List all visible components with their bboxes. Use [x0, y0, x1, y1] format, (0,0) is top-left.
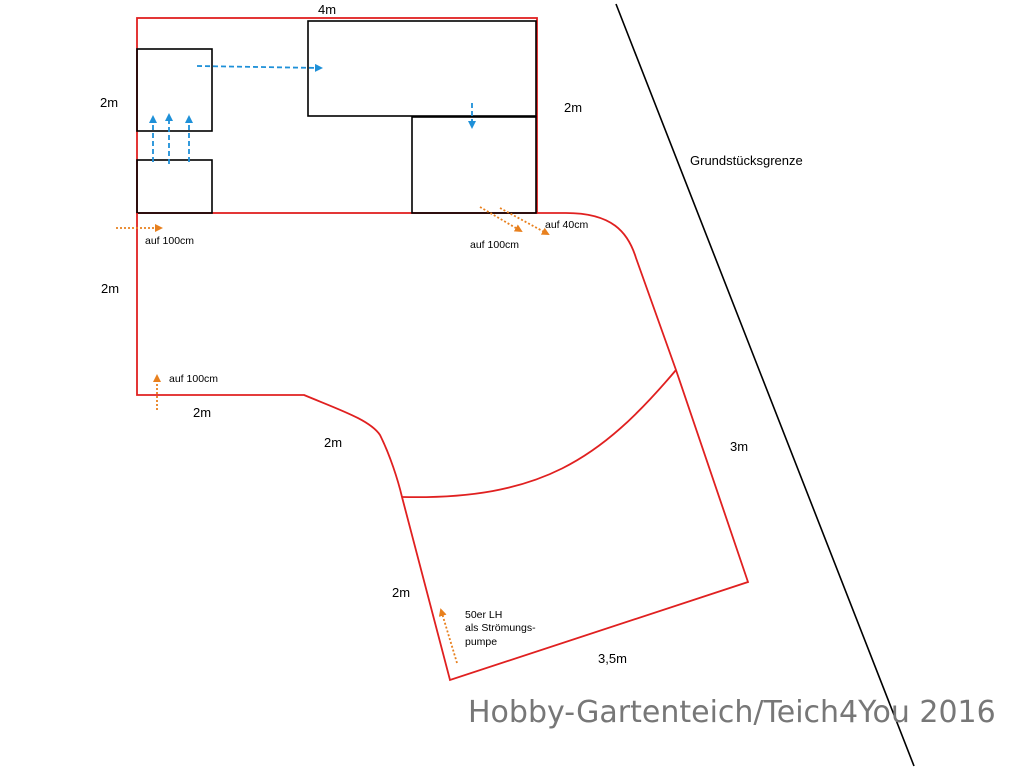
property-line-label: Grundstücksgrenze	[690, 153, 803, 168]
dimension-bottom: 3,5m	[598, 651, 627, 666]
note-pump-line2: als Strömungs-	[465, 622, 536, 634]
property-boundary-line	[615, 3, 915, 767]
filter-chamber-left-lower	[136, 159, 213, 214]
pump-arrow	[438, 608, 458, 664]
inlet-arrow-mid	[479, 206, 523, 233]
watermark: Hobby-Gartenteich/Teich4You 2016	[468, 695, 996, 730]
inlet-arrow-right	[499, 207, 550, 235]
dimension-bottom-left-lower: 2m	[392, 585, 410, 600]
note-inlet-right: auf 40cm	[545, 219, 588, 231]
dimension-left-lower: 2m	[101, 281, 119, 296]
pond-outline	[136, 212, 750, 682]
dimension-top-width: 4m	[318, 2, 336, 17]
filter-chamber-left-upper	[136, 48, 213, 132]
filter-chamber-top-right	[307, 20, 537, 117]
filter-chamber-lower-right	[411, 116, 537, 214]
pond-divider-curve	[401, 369, 677, 499]
dimension-right-long: 3m	[730, 439, 748, 454]
note-inlet-bottom-left: auf 100cm	[169, 373, 218, 385]
note-inlet-mid: auf 100cm	[470, 239, 519, 251]
note-pump-line1: 50er LH	[465, 609, 502, 621]
note-inlet-left: auf 100cm	[145, 235, 194, 247]
note-pump-line3: pumpe	[465, 636, 497, 648]
dimension-bottom-left: 2m	[193, 405, 211, 420]
flow-arrow-right	[196, 63, 323, 72]
dimension-left-upper: 2m	[100, 95, 118, 110]
dimension-right-filter: 2m	[564, 100, 582, 115]
dimension-diagonal: 2m	[324, 435, 342, 450]
